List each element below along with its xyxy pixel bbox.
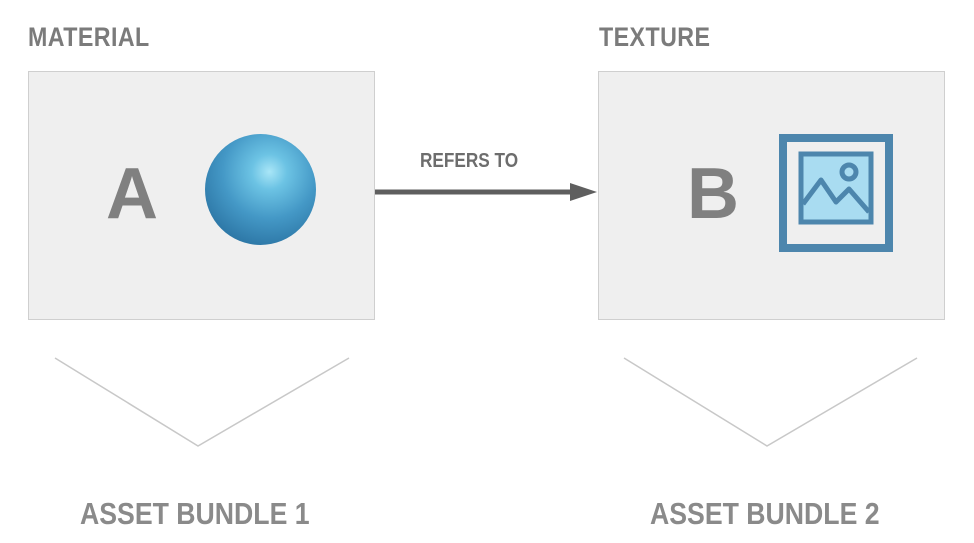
texture-heading: TEXTURE bbox=[599, 22, 711, 52]
refers-to-label: REFERS TO bbox=[420, 150, 519, 172]
bundle-2-bracket bbox=[623, 357, 918, 447]
sphere-icon bbox=[205, 134, 316, 245]
texture-box: B bbox=[598, 71, 945, 320]
asset-bundle-2-label: ASSET BUNDLE 2 bbox=[650, 496, 880, 531]
bundle-1-bracket bbox=[54, 357, 350, 447]
texture-letter: B bbox=[687, 154, 739, 234]
material-letter: A bbox=[106, 154, 158, 234]
material-heading: MATERIAL bbox=[28, 22, 150, 52]
image-icon bbox=[779, 134, 893, 252]
material-box: A bbox=[28, 71, 375, 320]
asset-bundle-1-label: ASSET BUNDLE 1 bbox=[80, 496, 310, 531]
